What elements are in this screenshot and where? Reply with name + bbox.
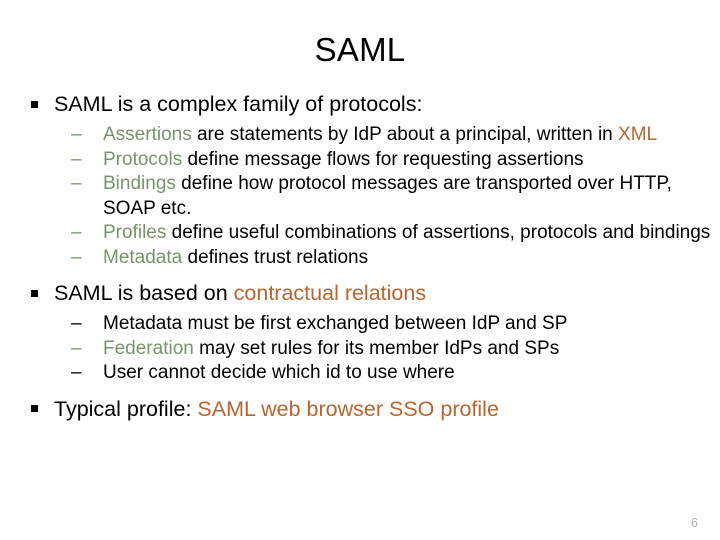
- dash-bullet-icon: –: [71, 173, 82, 194]
- bullet-level1: Typical profile: SAML web browser SSO pr…: [0, 395, 720, 423]
- bullet-text: SAML is based on contractual relations: [54, 281, 426, 305]
- text-run: Bindings: [103, 173, 176, 194]
- text-run: Metadata must be first exchanged between…: [103, 313, 568, 334]
- bullet-level2: –Assertions are statements by IdP about …: [0, 123, 720, 148]
- text-run: define useful combinations of assertions…: [166, 222, 711, 243]
- dash-bullet-icon: –: [71, 246, 82, 268]
- bullet-level1: SAML is based on contractual relations: [0, 279, 720, 307]
- text-run: XML: [618, 124, 658, 145]
- bullet-level2: –Metadata must be first exchanged betwee…: [0, 312, 720, 337]
- dash-bullet-icon: –: [71, 222, 82, 243]
- page-title: SAML: [314, 31, 406, 68]
- bullet-level2: –Federation may set rules for its member…: [0, 337, 720, 362]
- text-run: are statements by IdP about a principal,…: [191, 124, 619, 145]
- bullet-level2: –User cannot decide which id to use wher…: [0, 361, 720, 386]
- dash-bullet-icon: –: [71, 313, 82, 334]
- bullet-text: Profiles define useful combinations of a…: [103, 222, 710, 243]
- bullet-text: Typical profile: SAML web browser SSO pr…: [54, 397, 499, 421]
- bullet-text: Bindings define how protocol messages ar…: [103, 173, 672, 219]
- text-run: User cannot decide which id to use where: [103, 362, 455, 383]
- bullet-text: User cannot decide which id to use where: [103, 362, 455, 383]
- bullet-text: Metadata defines trust relations: [103, 247, 368, 268]
- bullet-text: Protocols define message flows for reque…: [103, 149, 584, 170]
- bullet-text: Federation may set rules for its member …: [103, 338, 559, 359]
- text-run: Typical profile:: [54, 396, 198, 421]
- bullet-level2: –Protocols define message flows for requ…: [0, 148, 720, 173]
- bullet-text: Metadata must be first exchanged between…: [103, 313, 567, 334]
- square-bullet-icon: [31, 279, 45, 307]
- text-run: define message flows for requesting asse…: [182, 148, 584, 170]
- text-run: contractual relations: [233, 281, 427, 305]
- text-run: SAML is based on: [54, 281, 234, 305]
- dash-bullet-icon: –: [71, 337, 82, 359]
- dash-bullet-icon: –: [71, 362, 82, 383]
- bullet-level2: –Profiles define useful combinations of …: [0, 221, 720, 246]
- text-run: SAML web browser SSO profile: [197, 396, 499, 421]
- square-bullet-icon: [31, 90, 45, 118]
- bullet-level2: –Metadata defines trust relations: [0, 246, 720, 271]
- text-run: Metadata: [103, 246, 183, 268]
- slide-body: SAML is a complex family of protocols:–A…: [0, 90, 720, 423]
- text-run: Assertions: [103, 124, 192, 145]
- dash-bullet-icon: –: [71, 124, 82, 145]
- dash-bullet-icon: –: [71, 148, 82, 170]
- bullet-text: Assertions are statements by IdP about a…: [103, 124, 657, 145]
- text-run: defines trust relations: [182, 246, 369, 268]
- text-run: Protocols: [103, 148, 183, 170]
- text-run: Federation: [103, 337, 194, 359]
- bullet-text: SAML is a complex family of protocols:: [54, 92, 422, 116]
- text-run: SAML is a complex family of protocols:: [54, 92, 423, 116]
- bullet-level2: –Bindings define how protocol messages a…: [0, 172, 720, 221]
- bullet-level1: SAML is a complex family of protocols:: [0, 90, 720, 118]
- slide-number: 6: [691, 516, 698, 530]
- text-run: Profiles: [103, 222, 167, 243]
- square-bullet-icon: [31, 395, 45, 423]
- text-run: may set rules for its member IdPs and SP…: [193, 337, 560, 359]
- text-run: define how protocol messages are transpo…: [103, 173, 672, 219]
